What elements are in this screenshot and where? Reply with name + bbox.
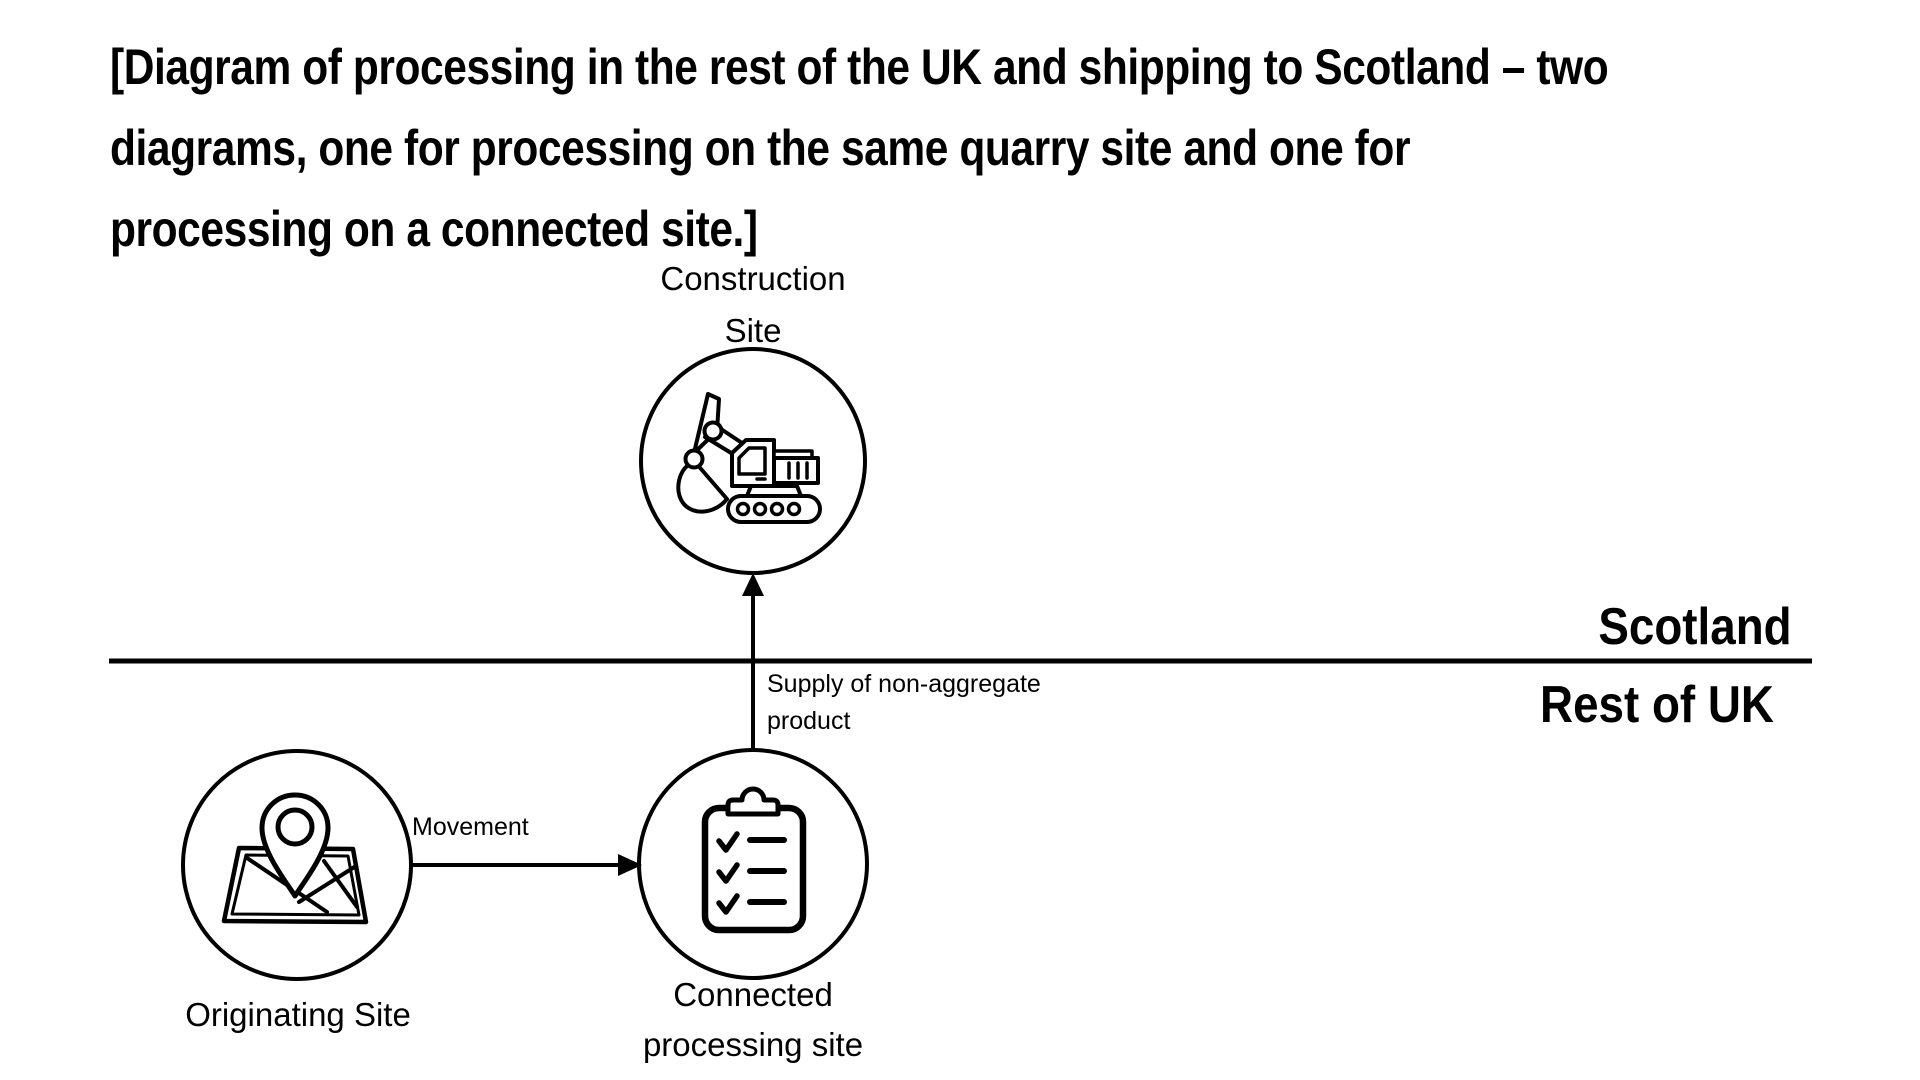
checklist-clipboard-icon <box>701 786 807 934</box>
location-pin-hole <box>275 807 315 847</box>
map-road <box>297 864 358 904</box>
construction-site-label-line-1: Construction <box>660 260 846 297</box>
construction-site-label-line-2: Site <box>724 312 782 349</box>
supply-arrow <box>742 573 764 752</box>
processing-site-label-line-2: processing site <box>642 1026 864 1063</box>
supply-arrow-label-line-1: Supply of non-aggregate <box>767 670 1041 698</box>
supply-arrow-label: Supply of non-aggregate product <box>767 666 1041 740</box>
page-title-line-3: processing on a connected site.] <box>110 201 758 257</box>
excavator-joint <box>702 420 724 442</box>
excavator-icon <box>676 392 822 524</box>
check-mark <box>716 862 740 884</box>
clipboard-clip <box>725 786 781 817</box>
originating-site-label: Originating Site <box>185 996 411 1033</box>
rest-of-uk-region-label: Rest of UK <box>1540 676 1774 734</box>
map-location-pin-icon <box>221 792 369 925</box>
movement-arrow-label: Movement <box>412 813 529 841</box>
movement-arrow <box>411 854 642 876</box>
page-title-line-2: diagrams, one for processing on the same… <box>110 120 1411 176</box>
excavator-engine <box>772 456 820 485</box>
construction-site-label: Construction Site <box>553 253 953 357</box>
supply-arrow-label-line-2: product <box>767 707 851 735</box>
excavator-cab-window <box>737 446 767 476</box>
excavator-joint <box>683 448 705 470</box>
processing-site-label: Connected processing site <box>553 970 953 1070</box>
movement-arrowhead <box>618 854 642 876</box>
excavator-wheel <box>769 501 785 517</box>
excavator-bucket <box>676 460 729 514</box>
supply-arrowhead <box>742 573 764 596</box>
excavator-wheel <box>786 501 802 517</box>
processing-site-label-line-1: Connected <box>673 976 833 1013</box>
excavator-wheel <box>735 501 751 517</box>
check-mark <box>716 831 740 853</box>
scotland-region-label: Scotland <box>1598 598 1792 656</box>
excavator-wheel <box>752 501 768 517</box>
map-road <box>322 859 359 909</box>
page-title: [Diagram of processing in the rest of th… <box>110 27 1609 270</box>
page-title-line-1: [Diagram of processing in the rest of th… <box>110 39 1609 95</box>
check-mark <box>716 893 740 915</box>
